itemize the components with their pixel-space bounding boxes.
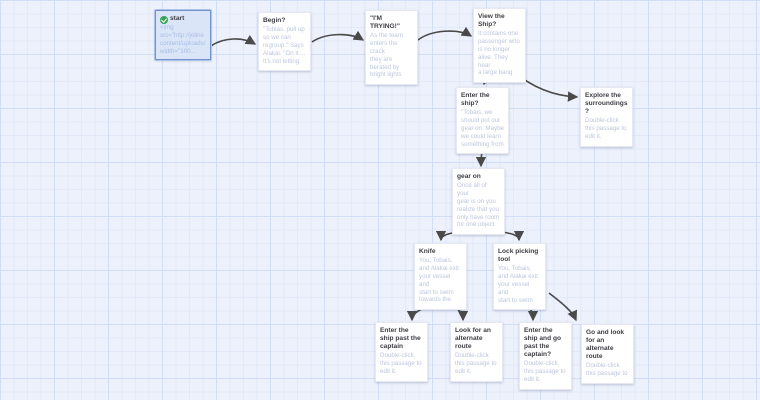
- passage-look-for-alternate-route[interactable]: Look for an alternate route Double-click…: [450, 322, 503, 382]
- passage-title: Knife: [419, 248, 436, 255]
- passage-title: Enter the ship past the captain: [380, 327, 421, 351]
- passage-title: View the Ship?: [478, 13, 505, 29]
- passage-title: Begin?: [263, 17, 286, 24]
- passage-enter-ship-go-past-captain[interactable]: Enter the ship and go past the captain? …: [519, 322, 572, 390]
- passage-title: Look for an alternate route: [455, 327, 491, 351]
- passage-start[interactable]: start <img src="http://joline content/up…: [155, 10, 211, 60]
- passage-enter-ship-past-captain[interactable]: Enter the ship past the captain Double-c…: [375, 322, 428, 382]
- passage-lock-picking-tool[interactable]: Lock picking tool You, Tobais, and Alaka…: [493, 243, 546, 311]
- passage-excerpt: Double-click this passage to: [586, 362, 628, 377]
- passage-title: Lock picking tool: [498, 248, 539, 264]
- passage-begin[interactable]: Begin? "Tobias, pull up so we can regrou…: [258, 12, 311, 72]
- passage-explore-the-surroundings[interactable]: Explore the surroundings? Double-click t…: [580, 87, 633, 147]
- passage-excerpt: Double-click this passage to edit it.: [585, 117, 627, 140]
- passage-view-the-ship[interactable]: View the Ship? It contains one passenger…: [473, 8, 526, 84]
- passage-excerpt: You, Tobais, and Alakai exit your vessel…: [419, 257, 459, 304]
- connector-arrow: [417, 26, 473, 41]
- passage-title: "I'M TRYING!": [370, 15, 400, 31]
- passage-gear-on[interactable]: gear on Once all of your gear is on you …: [452, 168, 505, 236]
- passage-excerpt: "Tobias, pull up so we can regroup." Say…: [263, 26, 306, 65]
- connector-arrow: [210, 34, 257, 47]
- passage-excerpt: Once all of your gear is on you realize …: [457, 182, 500, 229]
- passage-excerpt: Double-click this passage to edit it.: [380, 352, 422, 375]
- passage-excerpt: Double-click this passage to edit it.: [524, 360, 566, 383]
- passage-title: Enter the ship?: [461, 92, 490, 108]
- passage-excerpt: Double-click this passage to edit it.: [455, 352, 497, 375]
- passage-title: Enter the ship and go past the captain?: [524, 327, 561, 359]
- passage-excerpt: "Tobais, we should put our gear on. Mayb…: [461, 109, 504, 148]
- passage-title: start: [170, 15, 185, 22]
- passage-go-look-alternate-route[interactable]: Go and look for an alternate route Doubl…: [581, 324, 634, 384]
- passage-excerpt: You, Tobais, and Alakai exit your vessel…: [498, 265, 538, 304]
- connector-arrow: [311, 30, 365, 43]
- passage-excerpt: It contains one passenger who is no long…: [478, 30, 520, 77]
- start-checkmark-icon: [160, 15, 168, 24]
- passage-title: Go and look for an alternate route: [586, 329, 625, 361]
- passage-title: Explore the surroundings?: [585, 92, 628, 116]
- connector-arrow: [475, 151, 487, 168]
- passage-excerpt: As the team enters the crack they are be…: [370, 32, 404, 79]
- connector-arrow: [548, 292, 578, 322]
- passage-im-trying[interactable]: "I'M TRYING!" As the team enters the cra…: [365, 10, 418, 86]
- passage-enter-the-ship[interactable]: Enter the ship? "Tobais, we should put o…: [456, 87, 509, 155]
- passage-excerpt: <img src="http://joline content/uploads/…: [160, 24, 206, 55]
- passage-title: gear on: [457, 173, 481, 180]
- passage-knife[interactable]: Knife You, Tobais, and Alakai exit your …: [414, 243, 467, 311]
